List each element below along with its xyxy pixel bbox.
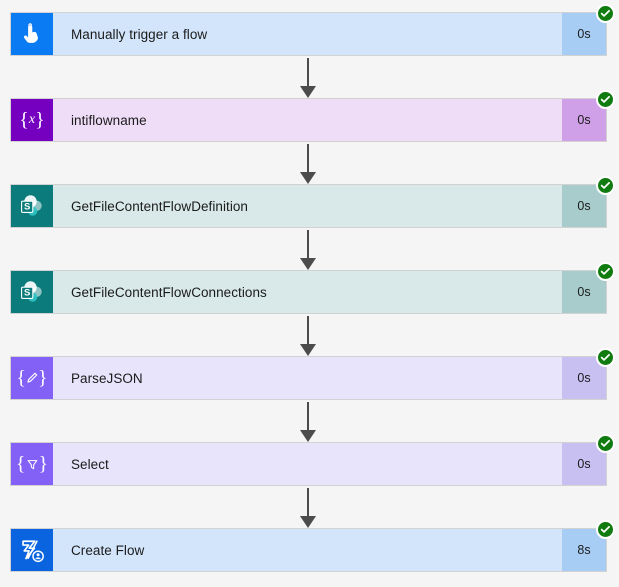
svg-text:S: S — [24, 202, 30, 213]
initialize-variable-icon: {x} — [11, 99, 53, 141]
status-badge-succeeded — [596, 520, 615, 539]
parse-json-icon: { } — [11, 357, 53, 399]
sharepoint-icon: S — [11, 271, 53, 313]
flow-step-name: Manually trigger a flow — [53, 13, 562, 55]
status-badge-succeeded — [596, 434, 615, 453]
flow-step-card[interactable]: S GetFileContentFlowConnections 0s — [10, 262, 615, 314]
flow-connector-arrow — [297, 316, 319, 358]
status-badge-succeeded — [596, 348, 615, 367]
flow-step-card[interactable]: Manually trigger a flow 0s — [10, 4, 615, 56]
svg-text:S: S — [24, 288, 30, 299]
status-badge-succeeded — [596, 90, 615, 109]
flow-connector-arrow — [297, 488, 319, 530]
flow-step-name: Select — [53, 443, 562, 485]
flow-step-card[interactable]: { } Select 0s — [10, 434, 615, 486]
flow-connector-arrow — [297, 402, 319, 444]
flow-step-name: ParseJSON — [53, 357, 562, 399]
flow-step-card[interactable]: {x} intiflowname 0s — [10, 90, 615, 142]
flow-connector-arrow — [297, 230, 319, 272]
flow-step-name: GetFileContentFlowConnections — [53, 271, 562, 313]
flow-step-card[interactable]: Create Flow 8s — [10, 520, 615, 572]
flow-step-card[interactable]: S GetFileContentFlowDefinition 0s — [10, 176, 615, 228]
status-badge-succeeded — [596, 262, 615, 281]
power-automate-management-icon — [11, 529, 53, 571]
hand-tap-icon — [11, 13, 53, 55]
flow-step-name: intiflowname — [53, 99, 562, 141]
select-filter-icon: { } — [11, 443, 53, 485]
status-badge-succeeded — [596, 4, 615, 23]
flow-step-duration: 0s — [562, 443, 606, 485]
flow-step-name: GetFileContentFlowDefinition — [53, 185, 562, 227]
sharepoint-icon: S — [11, 185, 53, 227]
flow-connector-arrow — [297, 58, 319, 100]
flow-step-name: Create Flow — [53, 529, 562, 571]
flow-connector-arrow — [297, 144, 319, 186]
status-badge-succeeded — [596, 176, 615, 195]
flow-step-card[interactable]: { } ParseJSON 0s — [10, 348, 615, 400]
